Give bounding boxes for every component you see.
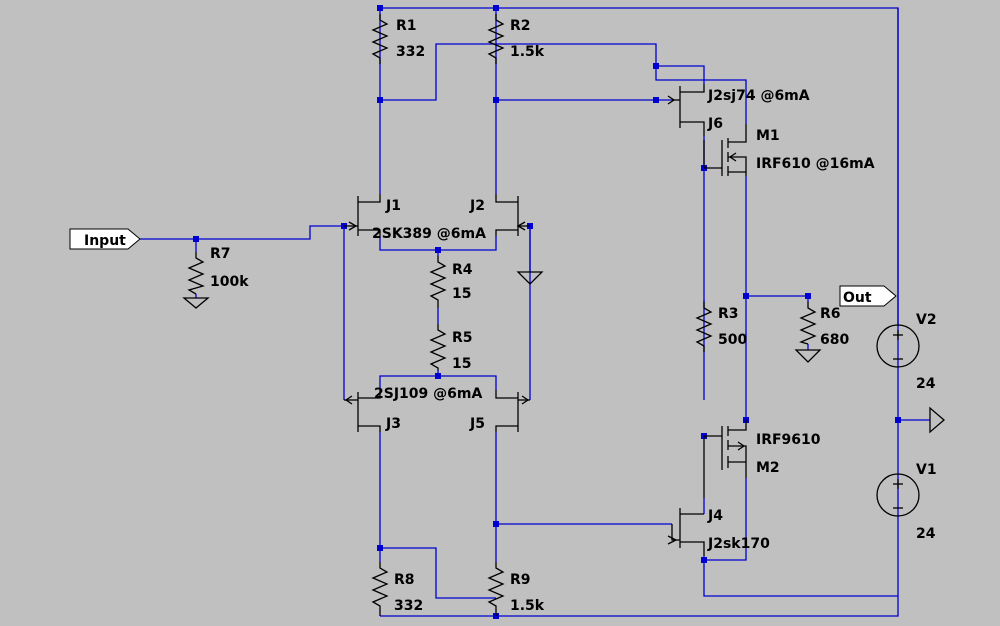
ground-symbol-r7	[182, 297, 210, 309]
output-port-flag: Out	[839, 285, 897, 307]
voltage-source-v1	[876, 473, 920, 517]
j4-name: J4	[707, 508, 723, 524]
resistor-r4	[429, 256, 447, 308]
r4-value: 15	[452, 286, 471, 302]
ground-symbol-supply	[929, 406, 945, 434]
input-port-label: Input	[84, 233, 126, 249]
resistor-r5	[429, 324, 447, 370]
jfet-j6	[667, 84, 705, 136]
r2-value: 1.5k	[510, 44, 545, 60]
pair-top-label: 2SK389 @6mA	[372, 226, 486, 242]
r7-value: 100k	[210, 274, 249, 290]
r3-value: 500	[718, 332, 747, 348]
r5-value: 15	[452, 356, 471, 372]
r1-value: 332	[396, 44, 425, 60]
jfet-j1	[344, 194, 381, 236]
resistor-r9	[487, 562, 505, 616]
v1-value: 24	[916, 526, 936, 542]
r3-name: R3	[718, 306, 739, 322]
jfet-j3	[344, 390, 381, 432]
j3-name: J3	[385, 416, 401, 432]
r4-name: R4	[452, 262, 473, 278]
r9-value: 1.5k	[510, 598, 545, 614]
ground-symbol-j2	[516, 271, 544, 285]
r8-value: 332	[394, 598, 423, 614]
j1-name: J1	[385, 198, 401, 214]
resistor-r7	[187, 252, 205, 295]
wires	[140, 7, 930, 617]
jfet-j5	[495, 390, 530, 432]
m1-name: M1	[756, 128, 780, 144]
jfet-j4	[667, 508, 705, 556]
r8-name: R8	[394, 572, 415, 588]
v1-name: V1	[916, 462, 937, 478]
r2-name: R2	[510, 18, 531, 34]
r6-value: 680	[820, 332, 849, 348]
m2-name: M2	[756, 460, 780, 476]
j5-name: J5	[469, 416, 485, 432]
m2-value: IRF9610	[756, 432, 821, 448]
resistor-r6	[799, 302, 817, 345]
j4-value: J2sk170	[707, 536, 770, 552]
resistor-r3	[695, 302, 713, 352]
resistor-r1	[371, 14, 389, 64]
jfet-j2	[495, 194, 530, 236]
r5-name: R5	[452, 330, 473, 346]
r1-name: R1	[396, 18, 417, 34]
mosfet-m1	[703, 124, 747, 176]
r9-name: R9	[510, 572, 531, 588]
v2-name: V2	[916, 312, 937, 328]
input-port-flag: Input	[69, 228, 141, 250]
r6-name: R6	[820, 306, 841, 322]
j2-name: J2	[469, 198, 485, 214]
j6-name: J6	[707, 116, 723, 132]
pair-bottom-label: 2SJ109 @6mA	[374, 386, 482, 402]
resistor-r8	[371, 562, 389, 616]
output-port-label: Out	[843, 290, 872, 306]
ground-symbol-r6	[794, 349, 822, 363]
resistor-r2	[487, 14, 505, 64]
j6-value: J2sj74 @6mA	[707, 88, 810, 104]
mosfet-m2	[703, 420, 747, 498]
component-labels: R1 332 R2 1.5k J2sj74 @6mA J6 M1 IRF610 …	[210, 18, 937, 614]
voltage-source-v2	[876, 8, 920, 368]
m1-value: IRF610 @16mA	[756, 156, 875, 172]
v2-value: 24	[916, 376, 936, 392]
r7-name: R7	[210, 246, 231, 262]
